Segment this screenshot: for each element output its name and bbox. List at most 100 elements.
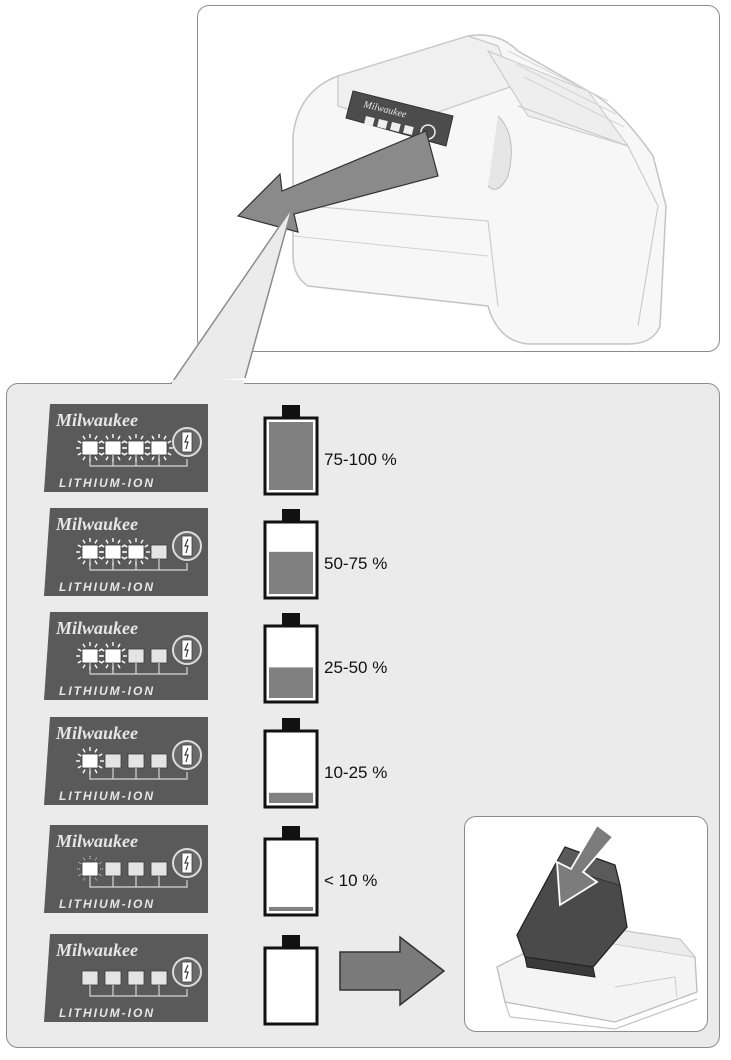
led-glow-ray (77, 556, 82, 560)
battery-overview-panel: Milwaukee (197, 5, 720, 352)
milwaukee-badge: Milwaukee LITHIUM-ION (44, 934, 208, 1022)
charger-illustration-panel (464, 816, 708, 1032)
battery-body (263, 946, 319, 1026)
led-glow-ray (98, 861, 103, 865)
charge-percent-label: 25-50 % (324, 658, 388, 677)
led-glow-ray (82, 856, 86, 861)
led-lit-icon (104, 544, 122, 560)
led-lit-icon (81, 753, 99, 769)
lithium-ion-text: LITHIUM-ION (59, 1006, 155, 1020)
led-glow-ray (117, 664, 121, 669)
lightning-icon (184, 855, 189, 871)
lightning-icon (184, 434, 189, 450)
led-off-icon (150, 648, 168, 664)
battery-body (263, 837, 319, 917)
charge-percent-label: 75-100 % (324, 450, 397, 469)
led-glow-ray (105, 435, 109, 440)
led-glow-ray (117, 435, 121, 440)
led-glow-ray (123, 544, 128, 548)
led-glow-ray (167, 440, 172, 444)
led-lit-icon (81, 648, 99, 664)
led-glow-ray (82, 664, 86, 669)
led-off-icon (104, 861, 122, 877)
led-glow-ray (77, 648, 82, 652)
led-glow-ray (123, 440, 128, 444)
milwaukee-badge: Milwaukee LITHIUM-ION (44, 404, 208, 492)
led-lit-icon (150, 440, 168, 456)
led-off-icon (127, 648, 145, 664)
led-glow-ray (128, 435, 132, 440)
led-glow-ray (105, 456, 109, 461)
battery-level-icon (263, 613, 319, 704)
lightning-icon (184, 642, 189, 658)
led-glow-ray (94, 769, 98, 774)
battery-fill (269, 551, 313, 594)
led-glow-ray (94, 856, 98, 861)
battery-terminal (282, 935, 300, 948)
battery-level-icon (263, 718, 319, 809)
led-glow-ray (123, 556, 128, 560)
led-glow-ray (128, 539, 132, 544)
battery-level-icon (263, 826, 319, 917)
charge-percent-label: 50-75 % (324, 554, 388, 573)
brand-text: Milwaukee (55, 940, 138, 960)
led-off-icon (104, 753, 122, 769)
led-glow-ray (163, 435, 167, 440)
lithium-ion-text: LITHIUM-ION (59, 897, 155, 911)
lithium-ion-text: LITHIUM-ION (59, 476, 155, 490)
battery-level-icon (263, 405, 319, 496)
led-glow-ray (77, 873, 82, 877)
led-lit-icon (104, 440, 122, 456)
led-glow-ray (82, 643, 86, 648)
led-glow-ray (77, 440, 82, 444)
lithium-ion-text: LITHIUM-ION (59, 684, 155, 698)
circuit-lines (89, 663, 188, 675)
brand-text: Milwaukee (55, 514, 138, 534)
milwaukee-badge: Milwaukee LITHIUM-ION (44, 717, 208, 805)
battery-level-icon (263, 509, 319, 600)
brand-text: Milwaukee (55, 723, 138, 743)
led-off-icon (150, 544, 168, 560)
led-glow-ray (94, 748, 98, 753)
led-glow-ray (94, 643, 98, 648)
led-glow-ray (82, 877, 86, 882)
circuit-lines (89, 768, 188, 780)
led-glow-ray (121, 660, 126, 664)
charge-row-5: Milwaukee LITHIUM-ION < 10 % (44, 825, 444, 917)
circuit-lines (89, 559, 188, 571)
led-glow-ray (117, 539, 121, 544)
led-glow-ray (82, 748, 86, 753)
led-glow-ray (77, 765, 82, 769)
led-glow-ray (82, 539, 86, 544)
led-glow-ray (167, 452, 172, 456)
brand-text: Milwaukee (55, 410, 138, 430)
milwaukee-badge: Milwaukee LITHIUM-ION (44, 508, 208, 596)
led-off-icon (150, 970, 168, 986)
charge-row-4: Milwaukee LITHIUM-ION 10-25 % (44, 717, 444, 809)
battery-pack-illustration: Milwaukee (236, 34, 667, 345)
led-lit-icon (104, 648, 122, 664)
lithium-ion-text: LITHIUM-ION (59, 789, 155, 803)
charge-row-1: Milwaukee LITHIUM-ION 75-100 % (44, 404, 444, 496)
led-lit-icon (81, 544, 99, 560)
led-off-icon (81, 970, 99, 986)
battery-terminal (282, 405, 300, 418)
led-glow-ray (98, 765, 103, 769)
lightning-icon (184, 538, 189, 554)
circuit-lines (89, 985, 188, 997)
led-glow-ray (100, 556, 105, 560)
led-glow-ray (128, 456, 132, 461)
led-glow-ray (77, 452, 82, 456)
led-lit-icon (81, 440, 99, 456)
led-glow-ray (94, 877, 98, 882)
battery-terminal (282, 718, 300, 731)
led-glow-ray (140, 539, 144, 544)
led-glow-ray (98, 753, 103, 757)
led-glow-ray (82, 456, 86, 461)
led-glow-ray (82, 560, 86, 565)
led-glow-ray (77, 753, 82, 757)
battery-fill (269, 422, 313, 490)
led-off-icon (150, 753, 168, 769)
charger-illustration (496, 823, 698, 1030)
charge-row-3: Milwaukee LITHIUM-ION 25-50 % (44, 612, 444, 704)
